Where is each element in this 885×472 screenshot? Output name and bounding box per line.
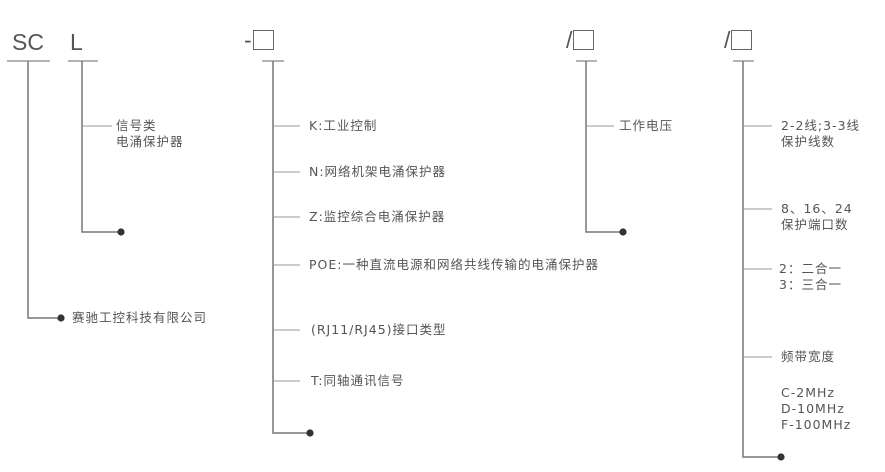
placeholder-box [252,30,274,50]
l-desc-line2: 电涌保护器 [116,134,184,149]
bandwidth-options: C-2MHz D-10MHz F-100MHz [781,385,851,433]
code-sc: SC [12,29,44,55]
l-desc: 信号类 电涌保护器 [116,118,184,150]
dot [777,453,785,461]
code-spec-slot: / [724,27,753,53]
slash: / [724,27,731,53]
type-option: K:工业控制 [309,118,378,133]
code-l: L [70,29,83,55]
code-type-slot: - [244,28,274,52]
type-option: T:同轴通讯信号 [311,373,405,388]
l-desc-line1: 信号类 [116,118,157,133]
type-option: (RJ11/RJ45)接口类型 [311,322,447,337]
combo-type: 2：二合一 3：三合一 [779,261,842,293]
bandwidth-d: D-10MHz [781,401,845,416]
dot [306,429,314,437]
dot [117,228,125,236]
code-voltage-slot: / [566,27,595,53]
type-option: POE:一种直流电源和网络共线传输的电涌保护器 [309,257,599,272]
dot [619,228,627,236]
protect-lines-line2: 保护线数 [781,134,836,149]
placeholder-box [731,30,753,50]
combo-line2: 3：三合一 [779,277,842,292]
combo-line1: 2：二合一 [779,261,842,276]
dot [57,314,65,322]
type-option: Z:监控综合电涌保护器 [309,209,446,224]
bandwidth-c: C-2MHz [781,385,835,400]
protect-ports: 8、16、24 保护端口数 [781,201,853,233]
type-option: N:网络机架电涌保护器 [309,164,447,179]
voltage-label: 工作电压 [619,118,674,133]
slash: / [566,27,573,53]
bandwidth-f: F-100MHz [781,417,852,432]
protect-lines: 2-2线;3-3线 保护线数 [781,118,860,150]
dash: - [244,27,252,53]
company-name: 赛驰工控科技有限公司 [72,310,208,325]
protect-lines-line1: 2-2线;3-3线 [781,118,861,133]
bandwidth-title: 频带宽度 [781,349,836,364]
protect-ports-line1: 8、16、24 [781,201,853,216]
protect-ports-line2: 保护端口数 [781,217,849,232]
placeholder-box [573,30,595,50]
